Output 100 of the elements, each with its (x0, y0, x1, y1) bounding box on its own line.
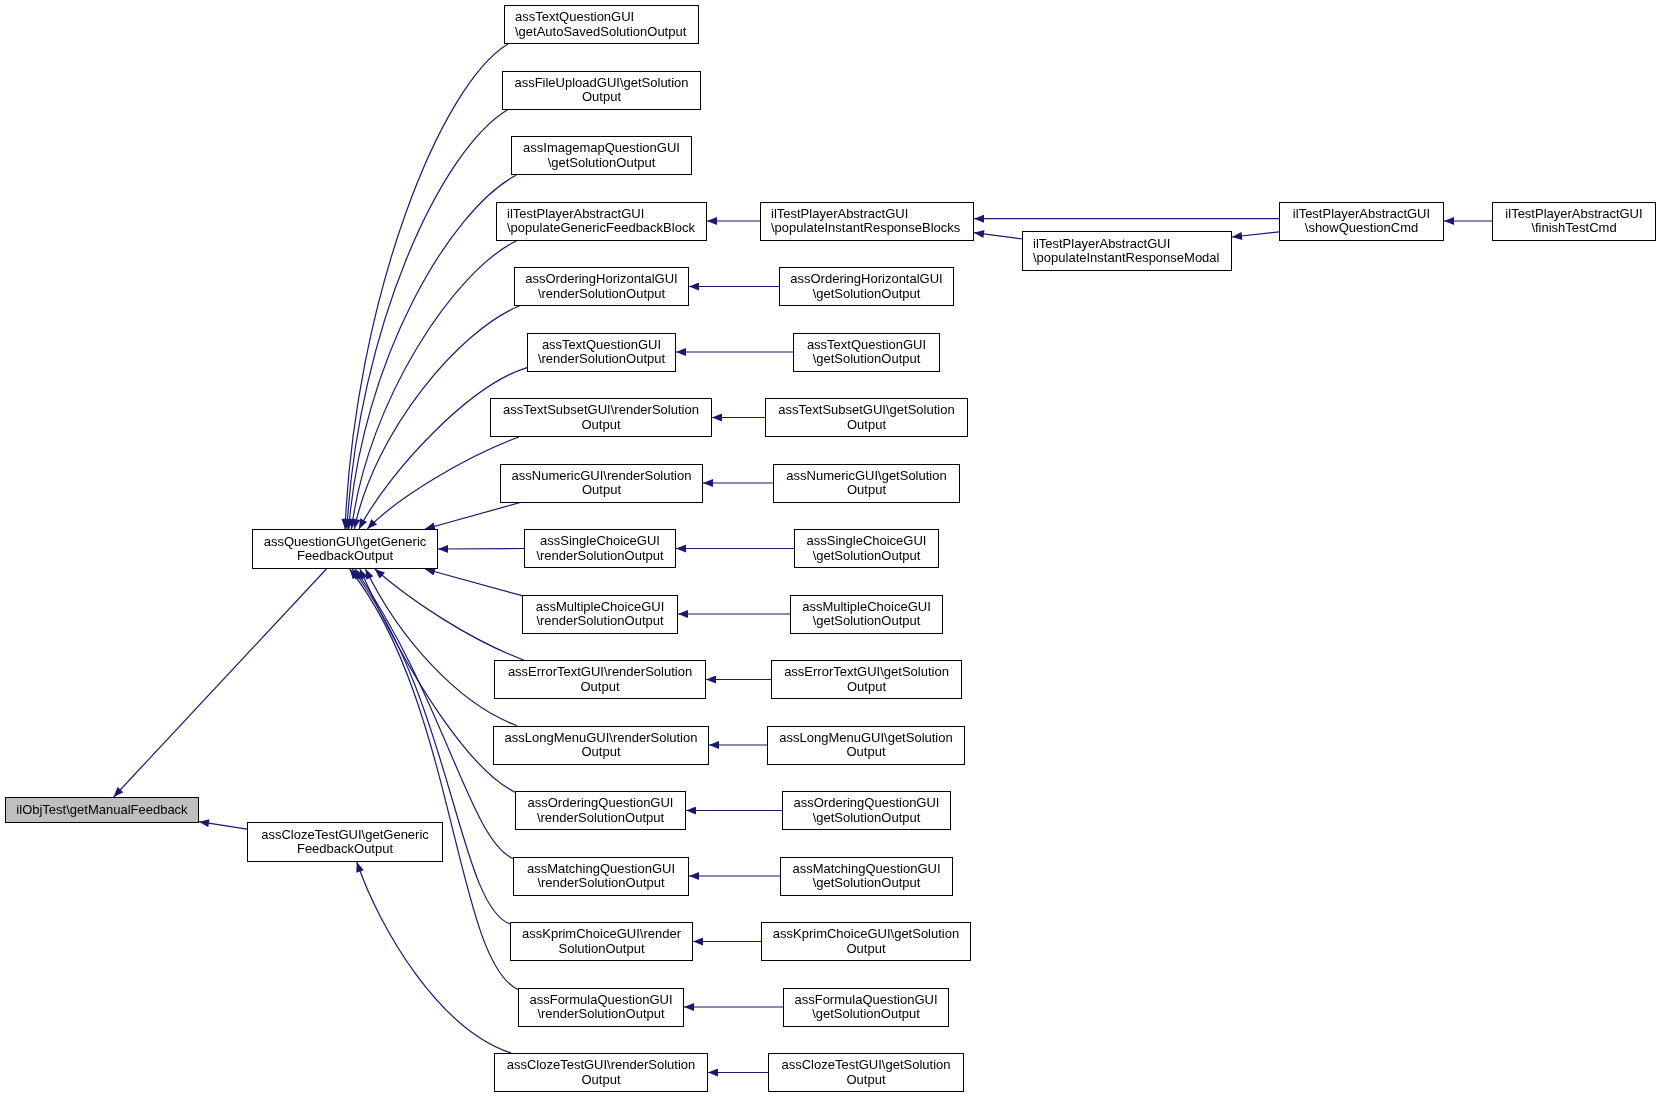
call-arrow (352, 305, 520, 530)
call-arrow (688, 282, 780, 291)
function-name: assImagemapQuestionGUI \getSolutionOutput (522, 141, 681, 170)
call-arrow (359, 568, 516, 793)
function-name: ilTestPlayerAbstractGUI \populateInstantResponseModal (1033, 236, 1221, 266)
function-name: ilTestPlayerAbstractGUI \populateInstantResponseBlocks (771, 206, 962, 236)
function-box (773, 463, 960, 503)
call-arrow (1231, 231, 1280, 240)
function-box (794, 529, 939, 568)
function-name: assSingleChoiceGUI \getSolutionOutput (805, 534, 928, 563)
selected-function-box (5, 797, 199, 823)
call-arrow (692, 937, 762, 946)
function-name: assQuestionGUI\getGeneric FeedbackOutput (262, 534, 428, 564)
function-name: assFormulaQuestionGUI \getSolutionOutput (793, 992, 939, 1022)
function-name: assFormulaQuestionGUI \renderSolutionOutput (528, 992, 674, 1022)
function-name: assSingleChoiceGUI \renderSolutionOutput (535, 534, 665, 563)
call-arrow (349, 568, 519, 991)
function-name: assOrderingHorizontalGUI \getSolutionOutput (789, 272, 944, 301)
function-name: assMultipleChoiceGUI \getSolutionOutput (801, 599, 932, 629)
function-box (782, 791, 951, 830)
function-name: assNumericGUI\getSolution Output (785, 468, 948, 498)
call-arrow (358, 367, 528, 530)
function-name: assOrderingQuestionGUI \renderSolutionOutput (526, 796, 675, 825)
function-box (783, 987, 949, 1027)
function-box (524, 529, 676, 568)
function-name: assTextQuestionGUI \renderSolutionOutput (536, 337, 667, 367)
call-arrow (688, 872, 781, 880)
function-box (527, 332, 676, 372)
call-arrow (707, 1068, 769, 1077)
function-name: ilTestPlayerAbstractGUI \showQuestionCmd (1291, 206, 1432, 236)
function-box (510, 922, 693, 961)
function-name: assOrderingQuestionGUI \getSolutionOutput (792, 796, 941, 825)
function-name: assKprimChoiceGUI\render SolutionOutput (521, 927, 682, 956)
call-arrow (374, 568, 525, 661)
call-arrow (366, 436, 520, 530)
function-box (247, 822, 443, 862)
call-arrow (198, 819, 248, 830)
function-box (514, 267, 689, 306)
call-arrow (973, 214, 1280, 223)
function-box (515, 791, 686, 830)
function-name: assClozeTestGUI\getGeneric FeedbackOutput (260, 827, 430, 857)
function-name: assLongMenuGUI\renderSolution Output (503, 730, 699, 760)
function-name: assErrorTextGUI\getSolution Output (783, 665, 950, 694)
call-arrow (354, 568, 514, 860)
function-box (1022, 231, 1232, 271)
function-name: assLongMenuGUI\getSolution Output (778, 730, 954, 760)
call-arrow (675, 544, 795, 553)
function-box (780, 856, 953, 896)
function-box (493, 725, 709, 765)
function-name: assNumericGUI\renderSolution Output (510, 468, 693, 498)
function-name: assClozeTestGUI\getSolution Output (780, 1058, 952, 1087)
function-box (760, 201, 974, 241)
function-name: assTextQuestionGUI \getAutoSavedSolutionOutput (515, 10, 688, 39)
function-box (790, 594, 943, 634)
function-box (1279, 201, 1444, 241)
call-arrow (437, 544, 525, 553)
call-arrow (345, 174, 517, 530)
function-name: assMultipleChoiceGUI \renderSolutionOutput (534, 599, 666, 629)
function-name: assOrderingHorizontalGUI \renderSolutionOutput (524, 272, 679, 301)
call-arrow (1443, 217, 1493, 225)
function-name: ilTestPlayerAbstractGUI \populateGenericFeedbackBlock (507, 206, 696, 236)
function-name: assMatchingQuestionGUI \renderSolutionOutput (525, 861, 677, 891)
call-arrow (364, 568, 518, 727)
function-name: assTextQuestionGUI \getSolutionOutput (805, 337, 928, 367)
call-arrow (706, 217, 761, 225)
function-box (793, 332, 940, 372)
call-arrow (683, 1003, 784, 1011)
call-arrow (356, 861, 512, 1054)
call-arrow (675, 348, 794, 356)
function-box (513, 856, 689, 896)
function-name: assMatchingQuestionGUI \getSolutionOutput (791, 861, 942, 891)
function-box (252, 529, 438, 569)
call-arrow (113, 568, 327, 798)
function-box (494, 1053, 708, 1092)
function-box (1492, 201, 1656, 241)
call-arrow (351, 568, 511, 925)
function-box (765, 398, 968, 437)
function-box (502, 70, 701, 110)
function-box (779, 267, 954, 306)
function-name: ilObjTest\getManualFeedback (16, 802, 188, 818)
call-arrow (973, 230, 1023, 240)
function-name: assErrorTextGUI\renderSolution Output (506, 665, 694, 694)
function-name: assKprimChoiceGUI\getSolution Output (771, 927, 961, 956)
function-box (490, 398, 712, 437)
call-arrow (424, 567, 523, 597)
function-name: assTextSubsetGUI\getSolution Output (777, 403, 956, 432)
function-box (768, 1053, 964, 1092)
function-box (504, 5, 699, 44)
call-arrow (349, 239, 518, 530)
function-name: assTextSubsetGUI\renderSolution Output (502, 403, 700, 432)
call-arrow (708, 741, 768, 749)
function-box (767, 725, 965, 765)
call-arrow (705, 675, 772, 684)
call-arrow (711, 413, 766, 422)
function-box (496, 201, 707, 241)
function-name: assFileUploadGUI\getSolution Output (513, 75, 690, 105)
function-box (494, 660, 706, 699)
function-name: assClozeTestGUI\renderSolution Output (505, 1058, 697, 1087)
function-box (511, 136, 692, 175)
function-box (500, 463, 703, 503)
